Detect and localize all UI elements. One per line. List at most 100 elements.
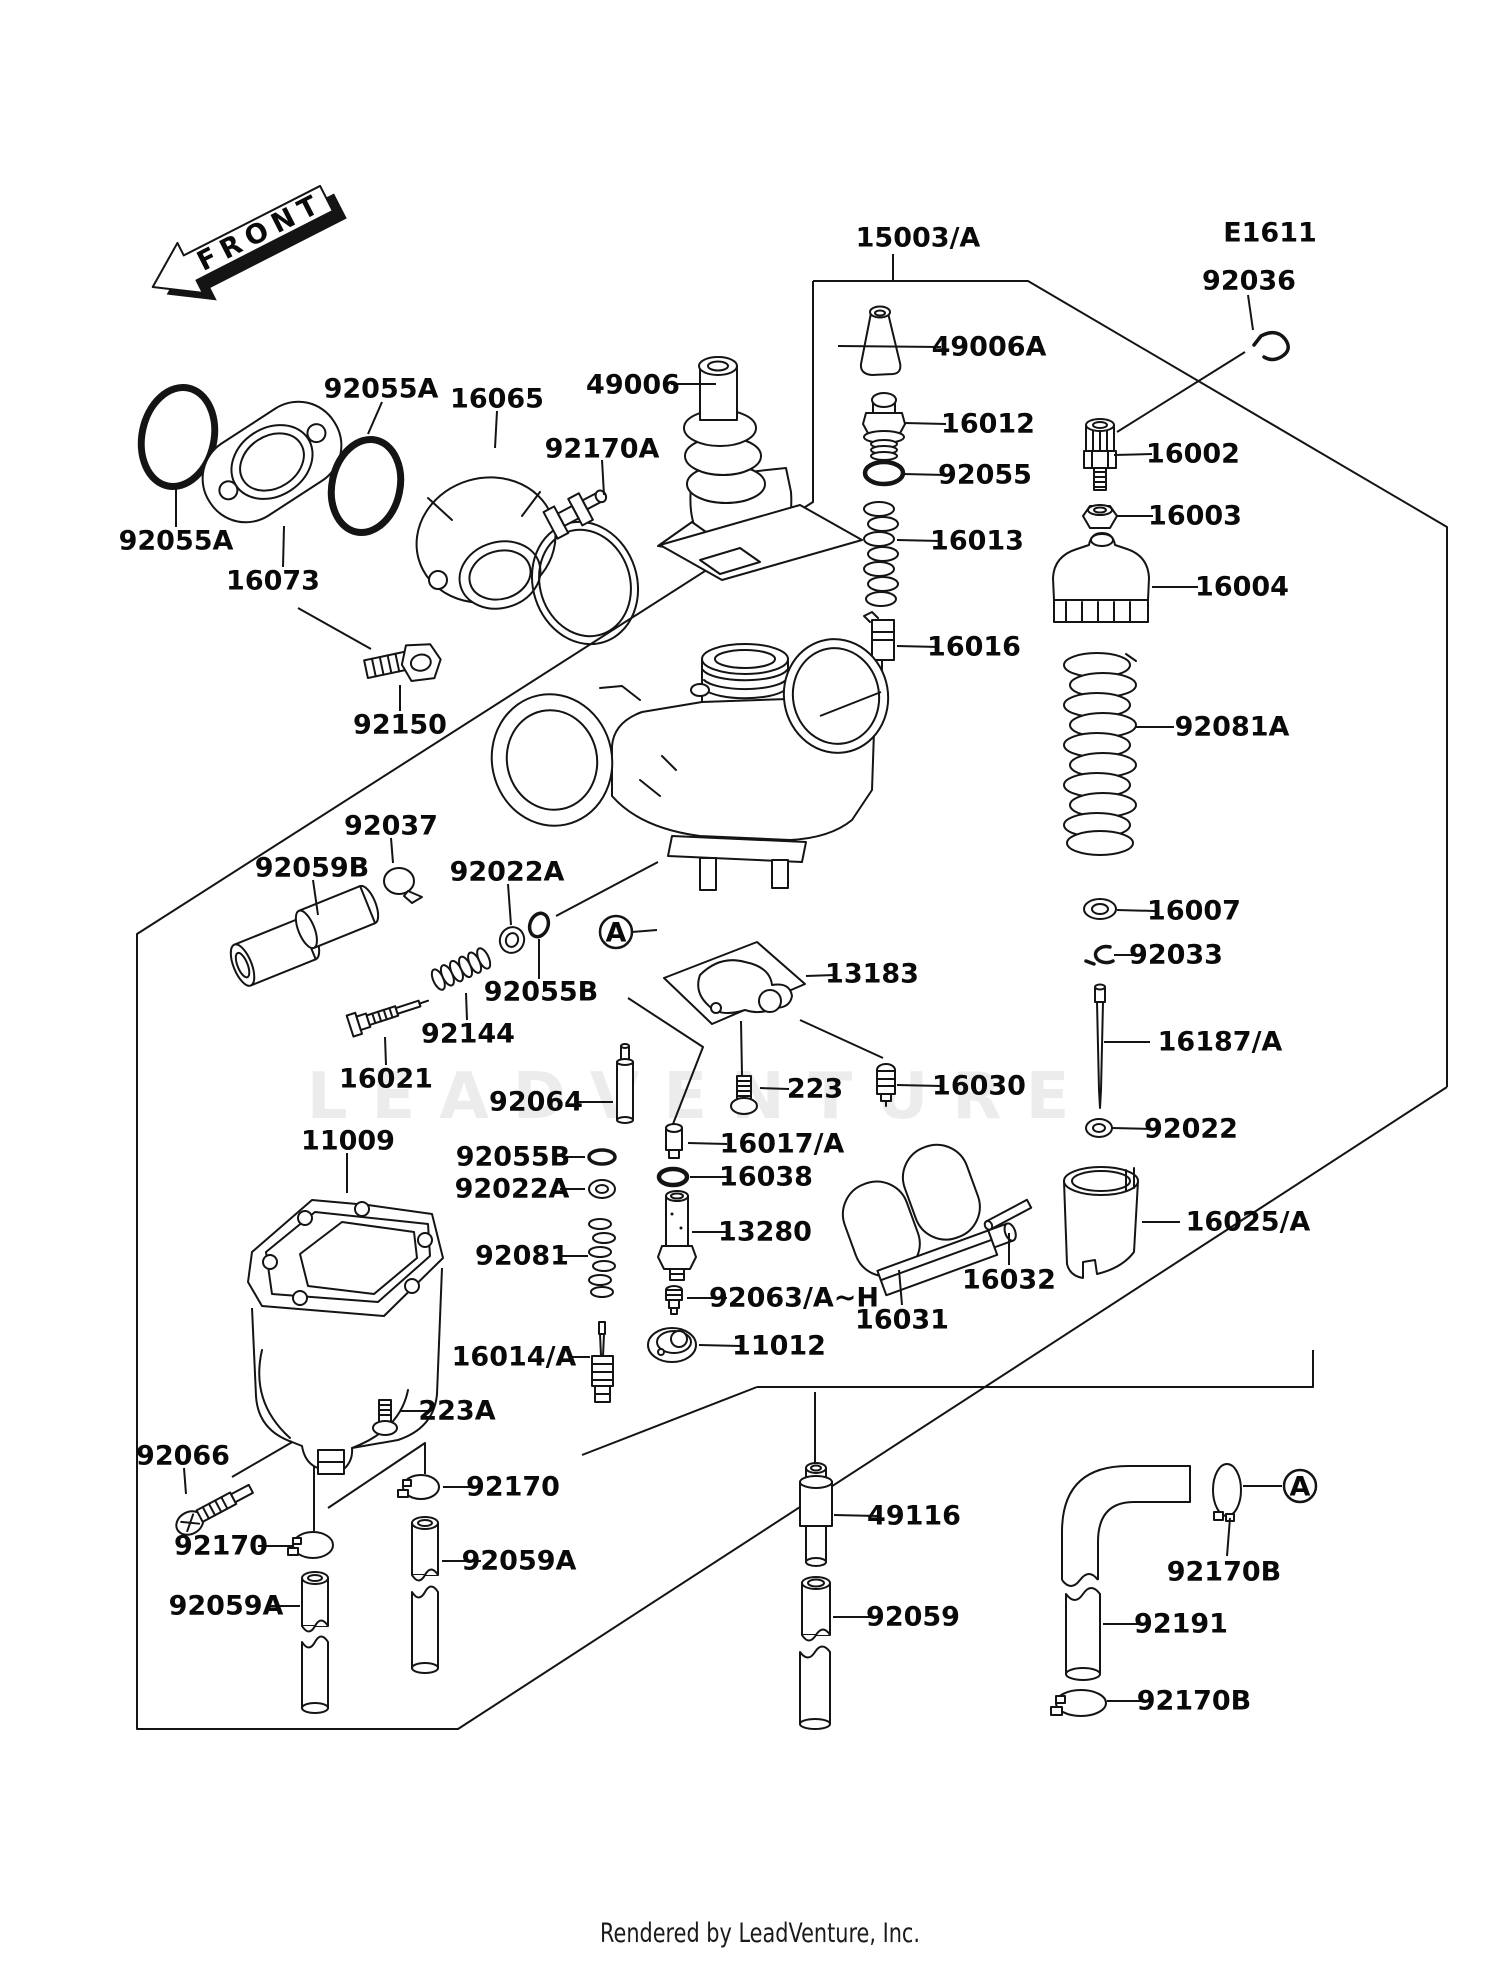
washer-92022a-2: [588, 1179, 616, 1199]
part-label-16187a: 16187/A: [1158, 1027, 1283, 1058]
leader-line: [282, 525, 285, 568]
callout-a: A: [598, 914, 634, 950]
cap-16004: [1052, 532, 1150, 623]
part-label-16002: 16002: [1146, 439, 1240, 470]
part-label-11009: 11009: [301, 1126, 395, 1157]
jet-holder-13280: [657, 1190, 697, 1281]
part-label-16014a: 16014/A: [452, 1342, 577, 1373]
part-label-92022: 92022: [1144, 1114, 1238, 1145]
leader-line: [601, 459, 605, 496]
part-label-16021: 16021: [339, 1064, 433, 1095]
o-ring-92055a-left: [137, 384, 219, 490]
svg-text:A: A: [1290, 1472, 1311, 1503]
leader-line: [896, 645, 940, 648]
valve-16030: [876, 1063, 896, 1107]
leader-line: [384, 1036, 387, 1066]
o-ring-92055b-1: [527, 911, 551, 939]
part-label-92036: 92036: [1202, 266, 1296, 297]
leader-line: [494, 410, 498, 449]
part-label-92022a-2: 92022A: [455, 1174, 570, 1205]
washer-92022: [1085, 1118, 1113, 1138]
fitting-16012: [862, 392, 906, 461]
elbow-hose: [1061, 1465, 1191, 1587]
leader-line: [819, 691, 882, 717]
clamp-92170a: [530, 489, 640, 646]
part-label-13183: 13183: [825, 959, 919, 990]
bolt-92150: [363, 643, 442, 683]
part-label-92037: 92037: [344, 811, 438, 842]
float-16031: [841, 1143, 1017, 1297]
leader-line: [837, 345, 942, 348]
o-ring-92055a-top: [327, 435, 405, 537]
part-label-92055b-1: 92055B: [484, 977, 599, 1008]
leader-line: [1113, 453, 1153, 456]
leader-line: [183, 1467, 187, 1495]
clamp-92170b-lower: [1050, 1689, 1107, 1717]
part-label-16031: 16031: [855, 1305, 949, 1336]
screw-223a: [372, 1399, 398, 1436]
leader-layer: [175, 254, 1282, 1702]
jet-needle-16187a: [1094, 983, 1106, 1109]
callout-a: A: [1282, 1468, 1318, 1504]
part-label-92055a-top: 92055A: [324, 374, 439, 405]
leader-line: [1116, 909, 1156, 912]
part-label-92150: 92150: [353, 710, 447, 741]
watermark-text: LEADVENTURE: [307, 1060, 1094, 1134]
part-label-16004: 16004: [1195, 572, 1289, 603]
part-label-16038: 16038: [719, 1162, 813, 1193]
plug-11012: [647, 1327, 697, 1363]
outline-line: [297, 607, 372, 650]
part-label-16003: 16003: [1148, 501, 1242, 532]
o-ring-92055b-2: [587, 1148, 617, 1166]
part-label-16025a: 16025/A: [1186, 1207, 1311, 1238]
part-label-16012: 16012: [941, 409, 1035, 440]
nut-16003: [1082, 504, 1118, 529]
clamp-92170b-upper: [1212, 1463, 1242, 1522]
slide-cup-16025a: [1063, 1166, 1139, 1279]
main-jet-92063: [665, 1285, 683, 1315]
part-label-15003a: 15003/A: [856, 223, 981, 254]
leader-line: [465, 992, 468, 1021]
leader-line: [687, 1142, 728, 1145]
tube-92059a-right: [411, 1516, 439, 1674]
part-label-49006a: 49006A: [932, 332, 1047, 363]
o-ring-92055: [862, 459, 906, 487]
jet-16017a: [665, 1123, 683, 1159]
part-label-92022a-1: 92022A: [450, 857, 565, 888]
part-label-92033: 92033: [1129, 940, 1223, 971]
e-clip-92033: [1084, 944, 1115, 966]
tube-92059: [799, 1576, 831, 1730]
clip-92037: [383, 867, 423, 904]
leader-line: [904, 422, 947, 425]
part-label-13280: 13280: [718, 1217, 812, 1248]
o-ring-16038: [656, 1166, 690, 1188]
part-label-16065: 16065: [450, 384, 544, 415]
tube-92059a-left: [301, 1571, 329, 1714]
part-label-16017a: 16017/A: [720, 1129, 845, 1160]
part-label-92170-l: 92170: [174, 1531, 268, 1562]
leader-line: [896, 539, 942, 542]
part-label-92144: 92144: [421, 1019, 515, 1050]
clip-92036: [1252, 330, 1290, 362]
needle-jet-16014a: [591, 1321, 614, 1403]
outline-line: [136, 281, 1448, 1730]
part-label-92059a-r: 92059A: [462, 1546, 577, 1577]
part-label-16013: 16013: [930, 526, 1024, 557]
outline-line: [581, 1386, 758, 1456]
leader-line: [1226, 1517, 1231, 1557]
part-label-92059a-l: 92059A: [169, 1591, 284, 1622]
float-pin-16032: [983, 1198, 1033, 1231]
part-label-16007: 16007: [1147, 896, 1241, 927]
part-label-92081: 92081: [475, 1241, 569, 1272]
part-label-16016: 16016: [927, 632, 1021, 663]
screw-223: [730, 1075, 758, 1115]
leader-line: [312, 879, 319, 916]
leader-line: [805, 974, 836, 977]
outline-line: [799, 1019, 884, 1059]
spring-92081: [588, 1218, 616, 1298]
part-label-223a: 223A: [418, 1396, 495, 1427]
spring-16013: [863, 501, 899, 607]
leader-line: [898, 1269, 903, 1306]
